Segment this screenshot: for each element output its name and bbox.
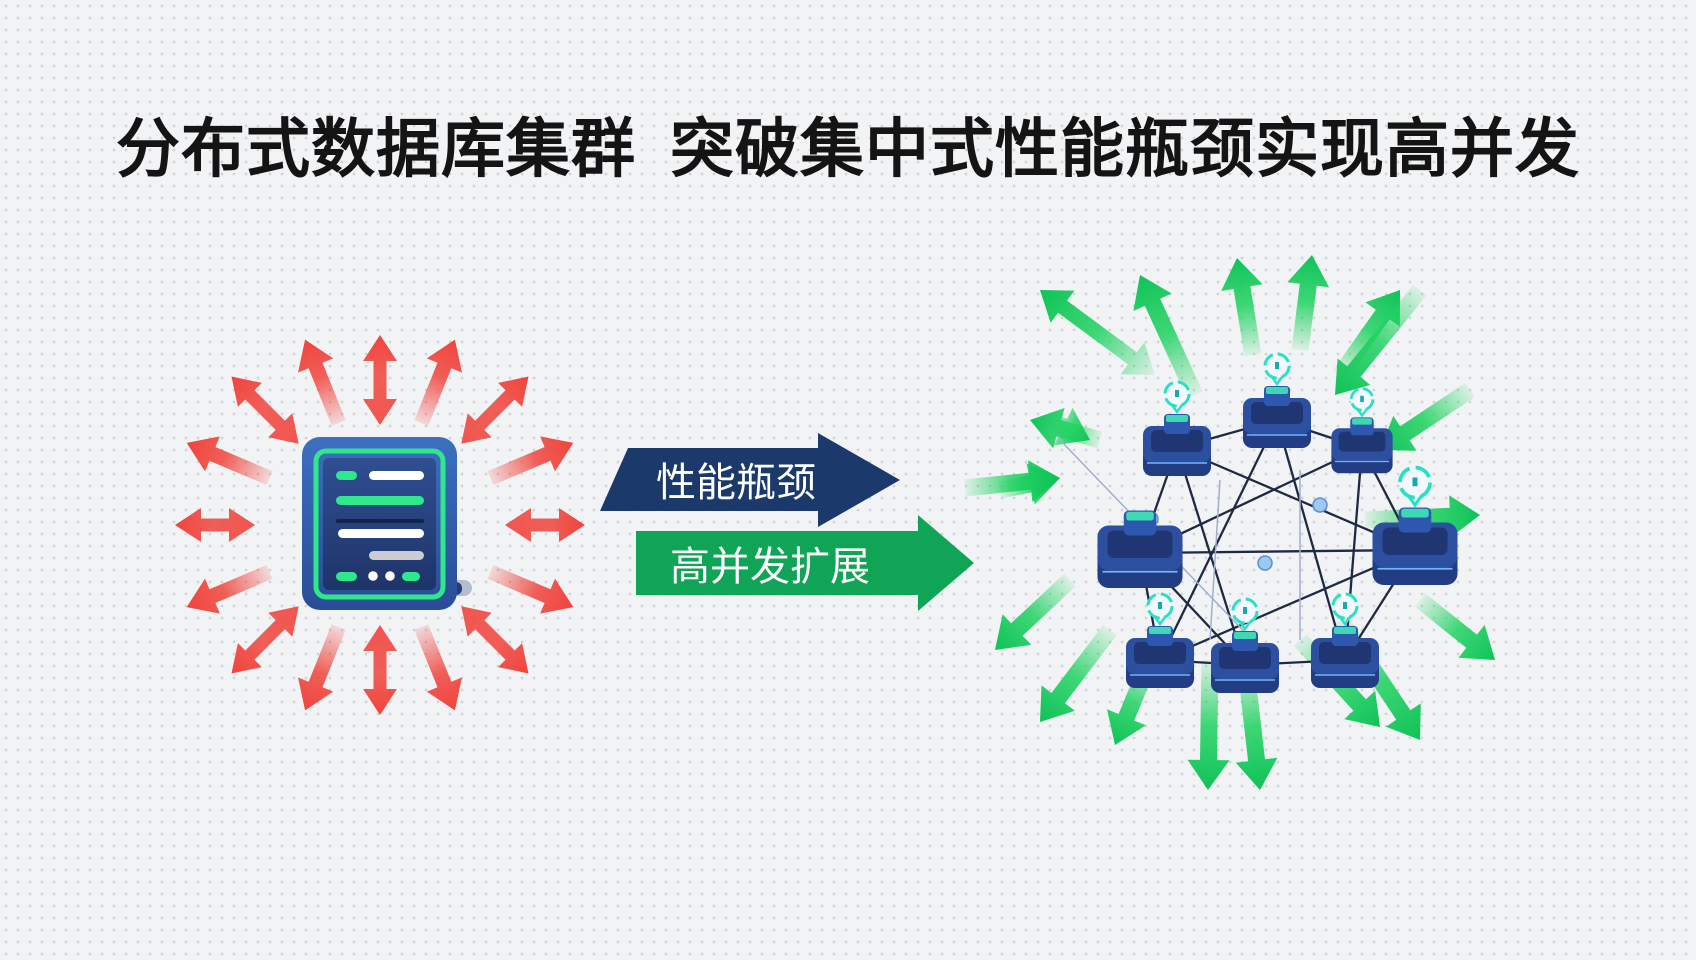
title-part-1: 分布式数据库集群 — [116, 113, 636, 187]
page-title: 分布式数据库集群突破集中式性能瓶颈实现高并发 — [0, 98, 1696, 190]
node-status-icon — [1398, 465, 1432, 508]
red-arrow — [487, 436, 574, 485]
node-status-icon — [1263, 352, 1291, 387]
red-arrow — [461, 376, 529, 444]
database-node — [1372, 465, 1458, 585]
scaling-arrow-label: 高并发扩展 — [636, 515, 974, 611]
red-arrow — [414, 339, 462, 426]
green-arrow — [1380, 382, 1475, 451]
red-arrow — [363, 625, 397, 715]
bottleneck-text: 性能瓶颈 — [656, 460, 816, 506]
database-node — [1311, 592, 1379, 688]
green-arrow — [1040, 624, 1117, 722]
node-status-icon — [1231, 597, 1259, 632]
database-node — [1097, 510, 1183, 588]
red-arrow — [461, 606, 529, 674]
red-arrow — [231, 376, 299, 444]
red-arrow — [298, 624, 346, 711]
green-arrow — [1046, 407, 1090, 446]
scaling-text: 高并发扩展 — [670, 544, 870, 590]
red-arrows-group — [175, 335, 585, 715]
database-node — [1143, 380, 1211, 476]
cluster-link — [1158, 419, 1279, 661]
database-node — [1211, 597, 1279, 693]
red-arrow — [186, 436, 273, 485]
cluster-hub — [1257, 555, 1273, 571]
green-arrow — [1335, 284, 1427, 395]
red-arrow — [414, 624, 462, 711]
green-arrow — [964, 460, 1060, 502]
red-arrow — [298, 339, 346, 426]
red-arrow — [186, 565, 273, 614]
red-arrow — [363, 335, 397, 425]
red-arrow — [487, 565, 574, 614]
database-node — [1126, 592, 1194, 688]
green-arrow — [1187, 659, 1230, 790]
cluster-hub — [1312, 497, 1328, 513]
green-arrow — [1221, 258, 1263, 357]
cluster-link — [1343, 447, 1364, 661]
bottleneck-arrow-label: 性能瓶颈 — [600, 433, 900, 529]
green-arrow — [995, 573, 1076, 650]
node-status-icon — [1163, 380, 1191, 415]
red-arrow — [231, 606, 299, 674]
node-status-icon — [1146, 592, 1174, 627]
green-arrow — [1414, 593, 1495, 660]
green-arrow — [1333, 290, 1400, 380]
green-arrow — [1287, 255, 1330, 352]
red-arrow — [175, 508, 255, 542]
node-status-icon — [1349, 387, 1375, 418]
cluster-link — [1139, 548, 1416, 555]
cluster-link — [1275, 419, 1347, 661]
node-status-icon — [1331, 592, 1359, 627]
green-arrow — [1040, 290, 1155, 375]
cluster-network-icon — [1059, 352, 1458, 693]
green-arrow — [1133, 275, 1203, 399]
database-node — [1243, 352, 1311, 448]
server-icon — [302, 437, 472, 610]
database-node — [1331, 387, 1393, 474]
title-part-2: 突破集中式性能瓶颈实现高并发 — [670, 113, 1580, 187]
red-arrow — [505, 508, 585, 542]
